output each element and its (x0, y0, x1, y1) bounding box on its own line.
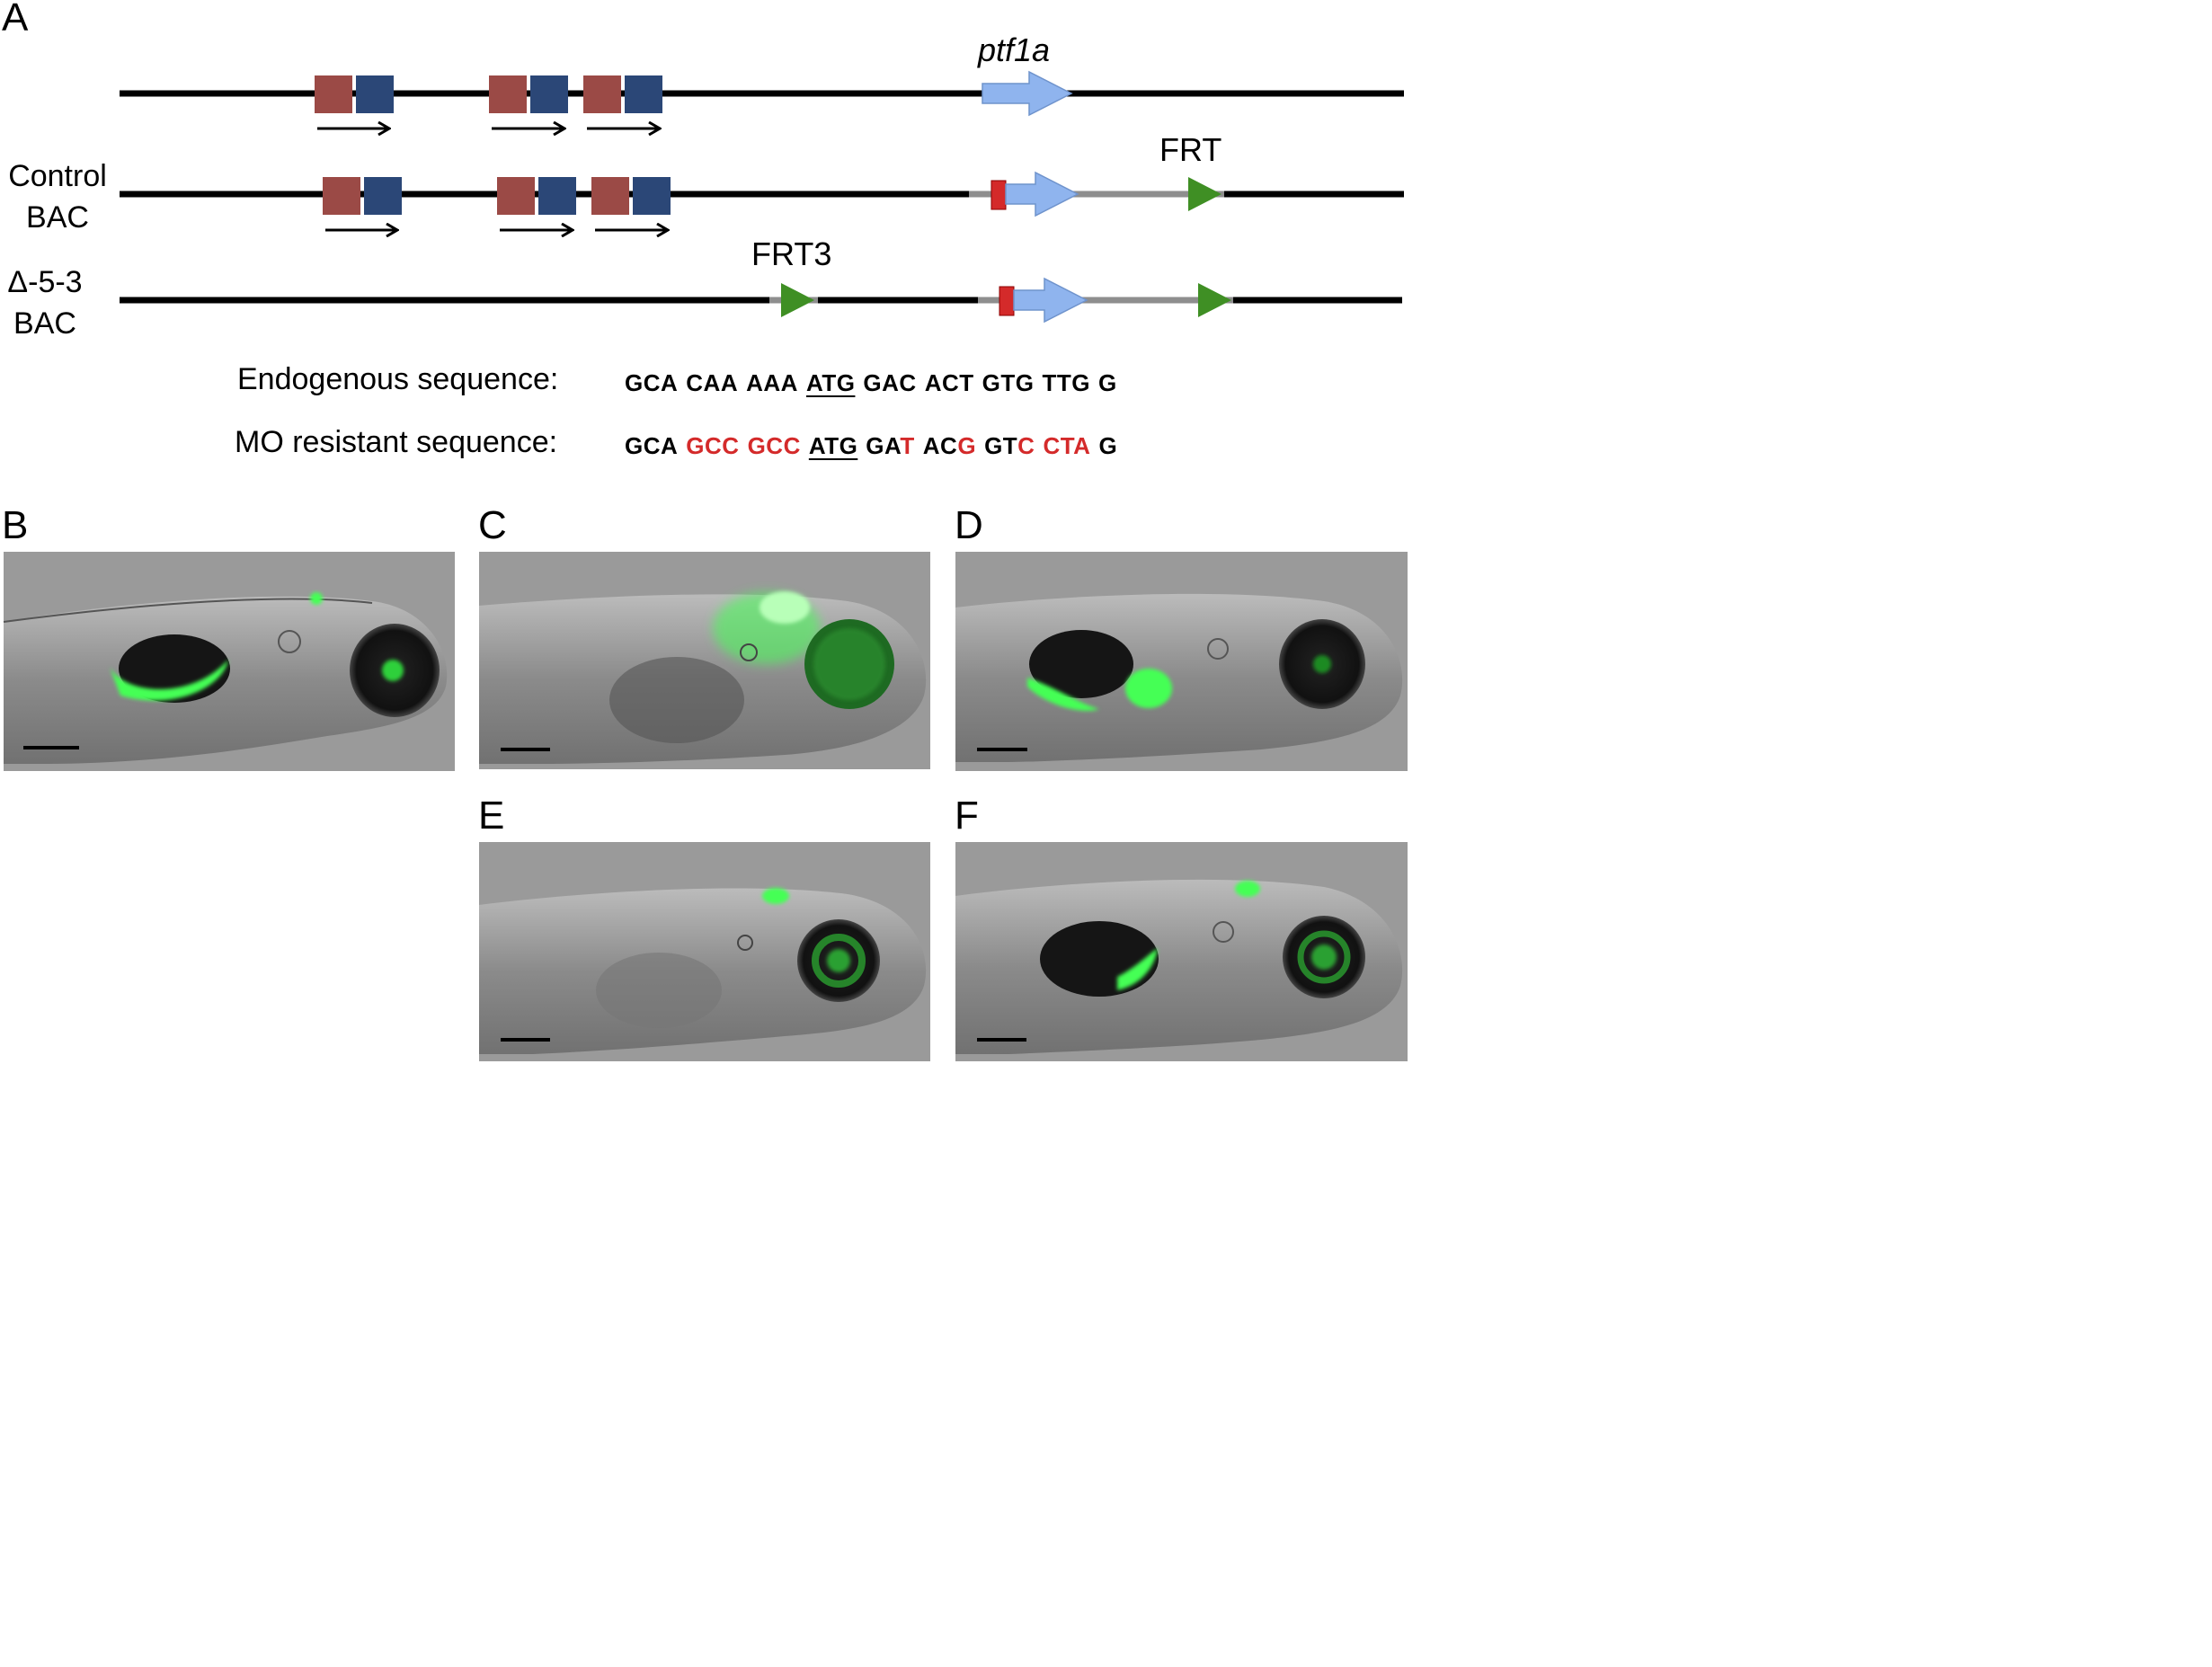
frt3-label: FRT3 (751, 235, 832, 272)
endogenous-codon: G (1098, 369, 1117, 396)
control-frt-triangle (1188, 177, 1221, 211)
endogenous-codon: AAA (746, 369, 798, 396)
ptf1a-gene-arrow (982, 70, 1073, 117)
enhancer-pair-2 (489, 75, 568, 129)
mo_resistant-codon-part: AC (922, 432, 958, 459)
delta-tag-marker (999, 286, 1015, 316)
endogenous-codon: CAA (686, 369, 738, 396)
mo_resistant-codon-part: C (1017, 432, 1035, 459)
endogenous-codon-part: AAA (746, 369, 798, 396)
mo_resistant-codon-part: GT (984, 432, 1018, 459)
control-enhancer-pair-3 (591, 177, 671, 230)
endogenous-codon: GAC (863, 369, 916, 396)
mo_resistant-codon-part: T (900, 432, 915, 459)
endogenous-codon-part: ACT (924, 369, 974, 396)
mo_resistant-codon: G (1098, 432, 1117, 459)
mo_resistant-codon-part: GCA (625, 432, 679, 459)
mo_resistant-codon: ATG (809, 432, 857, 459)
mo_resistant-codon-part: G (957, 432, 977, 459)
control-ptf1a-arrow (1005, 171, 1079, 217)
mo_resistant-codon: ACG (923, 432, 976, 459)
endogenous-codon: GCA (625, 369, 678, 396)
panel-c-letter: C (478, 503, 507, 547)
mo_resistant-codon-part: CTA (1043, 432, 1091, 459)
endogenous-codon-part: GAC (863, 369, 917, 396)
control-tag-marker (991, 180, 1007, 210)
endogenous-codon-part: G (1097, 369, 1117, 396)
panel-a-letter: A (2, 0, 29, 40)
mo_resistant-codon: CTA (1043, 432, 1090, 459)
row-label-control-bac: Control BAC (8, 159, 107, 235)
panel-d-letter: D (955, 503, 983, 547)
panel-b-letter: B (2, 503, 29, 547)
mo_resistant-codon-part: ATG (808, 432, 858, 459)
delta-ptf1a-arrow (1013, 277, 1088, 324)
mo-resistant-sequence-label: MO resistant sequence: (235, 425, 558, 459)
endogenous-sequence-label: Endogenous sequence: (237, 362, 559, 396)
endogenous-sequence: GCA CAA AAA ATG GAC ACT GTG TTG G (625, 369, 1125, 397)
enhancer-pair-3 (583, 75, 662, 129)
endogenous-codon-part: GCA (625, 369, 679, 396)
control-enhancer-pair-1 (323, 177, 402, 230)
enhancer-pair-1 (315, 75, 394, 129)
endogenous-codon: ATG (806, 369, 855, 396)
control-enhancer-pair-2 (497, 177, 576, 230)
frt-label: FRT (1159, 131, 1222, 168)
ptf1a-gene-label: ptf1a (978, 31, 1051, 68)
construct-diagram (120, 70, 1404, 324)
endogenous-codon: ACT (925, 369, 974, 396)
delta-frt-triangle (1198, 283, 1231, 317)
mo_resistant-codon: GCC (686, 432, 739, 459)
mo_resistant-codon: GCC (748, 432, 801, 459)
endogenous-codon-part: TTG (1042, 369, 1090, 396)
mo_resistant-codon: GCA (625, 432, 678, 459)
mo_resistant-codon-part: G (1098, 432, 1118, 459)
endogenous-codon-part: GTG (982, 369, 1035, 396)
mo_resistant-codon-part: GCC (686, 432, 740, 459)
mo_resistant-codon-part: GA (866, 432, 901, 459)
endogenous-codon-part: CAA (686, 369, 739, 396)
endogenous-codon: TTG (1042, 369, 1090, 396)
panel-f-letter: F (955, 794, 979, 838)
row-label-delta-bac: Δ-5-3 BAC (7, 265, 83, 341)
panel-e-letter: E (478, 794, 505, 838)
mo_resistant-codon: GAT (866, 432, 914, 459)
mo_resistant-codon-part: GCC (747, 432, 801, 459)
delta-frt3-triangle (781, 283, 814, 317)
mo_resistant-codon: GTC (984, 432, 1035, 459)
endogenous-codon-part: ATG (805, 369, 856, 396)
endogenous-codon: GTG (982, 369, 1035, 396)
